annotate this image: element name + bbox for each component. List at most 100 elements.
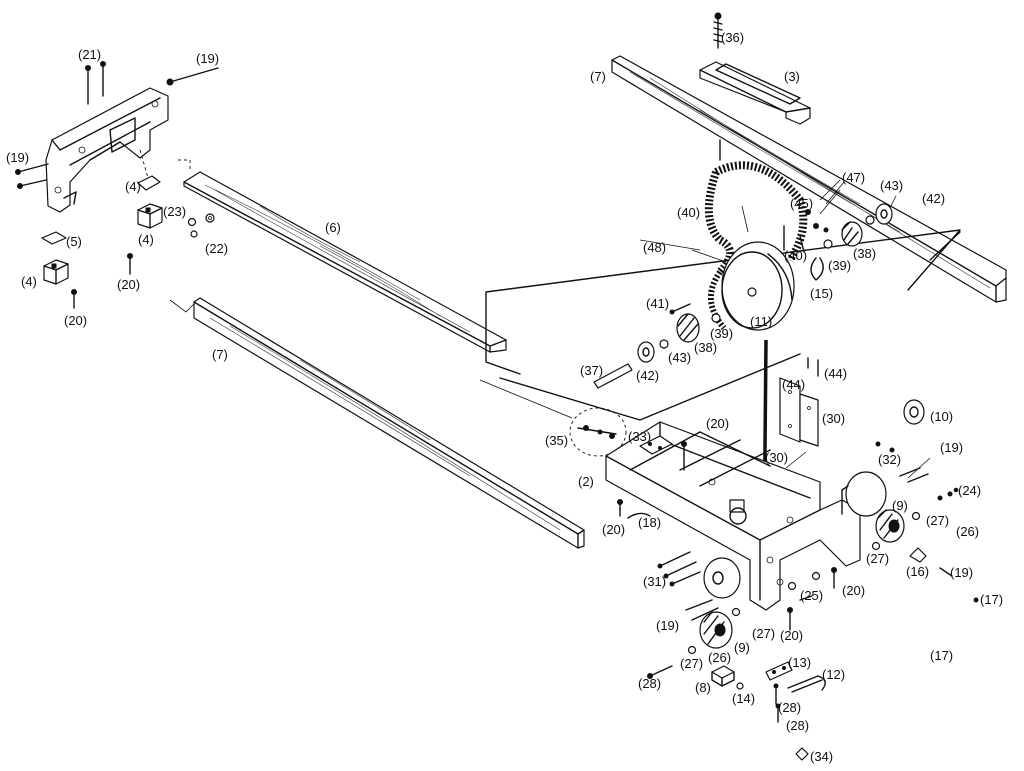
callout-19-low: (19) xyxy=(656,618,679,633)
roller-9-right xyxy=(875,509,905,543)
callout-20-left-frame: (20) xyxy=(602,522,625,537)
callout-20-bottom: (20) xyxy=(780,628,803,643)
callout-33: (33) xyxy=(628,429,651,444)
clip-34 xyxy=(795,747,809,761)
callout-27-center: (27) xyxy=(752,626,775,641)
callout-3: (3) xyxy=(784,69,800,84)
callout-38-lower: (38) xyxy=(694,340,717,355)
sprocket-38-upper xyxy=(841,221,863,247)
callout-26-right: (26) xyxy=(956,524,979,539)
callout-26-left: (26) xyxy=(708,650,731,665)
callout-30-right: (30) xyxy=(822,411,845,426)
collar-43-42 xyxy=(865,203,893,225)
callout-44-right: (44) xyxy=(824,366,847,381)
callout-35: (35) xyxy=(545,433,568,448)
screw-20-frame xyxy=(681,441,687,471)
callout-22: (22) xyxy=(205,241,228,256)
screw-20-bottom xyxy=(787,607,793,631)
callout-8: (8) xyxy=(695,680,711,695)
callout-4-pad: (4) xyxy=(125,179,141,194)
callout-27-left: (27) xyxy=(680,656,703,671)
callout-19-top: (19) xyxy=(196,51,219,66)
pin-41 xyxy=(669,303,691,315)
callout-15: (15) xyxy=(810,286,833,301)
callout-28-mid: (28) xyxy=(778,700,801,715)
callout-20-frame: (20) xyxy=(706,416,729,431)
callout-5: (5) xyxy=(66,234,82,249)
spring-12 xyxy=(787,675,826,693)
callout-42-upper: (42) xyxy=(922,191,945,206)
callout-32: (32) xyxy=(878,452,901,467)
part-17-dot xyxy=(973,597,979,603)
callout-39-upper: (39) xyxy=(828,258,851,273)
shaft-37 xyxy=(593,363,633,389)
callout-11: (11) xyxy=(750,314,772,329)
callout-4-lower: (4) xyxy=(21,274,37,289)
rail-7-upper xyxy=(611,55,1007,303)
board-6 xyxy=(183,171,507,353)
clamp-13 xyxy=(765,661,793,681)
callout-28-low: (28) xyxy=(786,718,809,733)
mounting-bracket xyxy=(45,87,169,213)
screws-19-low xyxy=(685,599,719,621)
callout-41: (41) xyxy=(646,296,669,311)
washers-27-left xyxy=(687,607,741,655)
callout-30-left: (30) xyxy=(765,450,788,465)
wheel-hub xyxy=(841,471,887,517)
screw-20-right xyxy=(831,567,837,589)
pad-4 xyxy=(137,175,161,191)
callout-20-right: (20) xyxy=(842,583,865,598)
callout-39-lower: (39) xyxy=(710,326,733,341)
callout-24: (24) xyxy=(958,483,981,498)
callout-16: (16) xyxy=(906,564,929,579)
small-parts-45-47 xyxy=(783,179,845,281)
pin-18 xyxy=(617,499,651,519)
chain-40 xyxy=(704,161,808,330)
roller-9-left xyxy=(699,611,733,649)
sprocket-38-lower xyxy=(676,313,700,343)
rail-7-lower xyxy=(193,297,585,549)
main-frame-2 xyxy=(605,421,861,611)
callout-10: (10) xyxy=(930,409,953,424)
callout-4-upper: (4) xyxy=(138,232,154,247)
callout-27-right-upper: (27) xyxy=(926,513,949,528)
bolts-31 xyxy=(657,551,701,587)
parts-14-28 xyxy=(736,682,781,723)
callout-14: (14) xyxy=(732,691,755,706)
nut-10 xyxy=(903,399,925,425)
callout-20-left: (20) xyxy=(64,313,87,328)
screws-19-right xyxy=(899,467,929,483)
callout-45: (45) xyxy=(790,196,813,211)
plate-30-right xyxy=(799,393,819,447)
callout-37: (37) xyxy=(580,363,603,378)
plate-30-left xyxy=(779,377,801,443)
callout-17-bottom: (17) xyxy=(930,648,953,663)
screws-19-low-right xyxy=(939,567,953,577)
callout-7-upper: (7) xyxy=(590,69,606,84)
screw-36 xyxy=(713,12,723,49)
block-8 xyxy=(711,665,735,687)
callout-labels: (36) (3) (7) (21) (19) (19) (4) (23) (4)… xyxy=(6,30,1003,764)
bolt-28-left xyxy=(647,665,673,679)
callout-42-lower: (42) xyxy=(636,368,659,383)
disc-35 xyxy=(479,379,627,457)
callout-13: (13) xyxy=(788,655,811,670)
callout-6: (6) xyxy=(325,220,341,235)
callout-25: (25) xyxy=(800,588,823,603)
callout-9-right: (9) xyxy=(892,498,908,513)
callout-31: (31) xyxy=(643,574,666,589)
collar-42-lower xyxy=(637,341,655,363)
callout-17-right: (17) xyxy=(980,592,1003,607)
bolt-19-top xyxy=(166,67,219,86)
callout-47: (47) xyxy=(842,170,865,185)
callout-28-left: (28) xyxy=(638,676,661,691)
callout-2: (2) xyxy=(578,474,594,489)
callout-44-left: (44) xyxy=(782,377,805,392)
washers-23-22 xyxy=(187,213,215,238)
callout-43-upper: (43) xyxy=(880,178,903,193)
callout-48: (48) xyxy=(643,240,666,255)
plate-33 xyxy=(639,435,673,455)
screw-21 xyxy=(85,61,106,105)
callout-18: (18) xyxy=(638,515,661,530)
